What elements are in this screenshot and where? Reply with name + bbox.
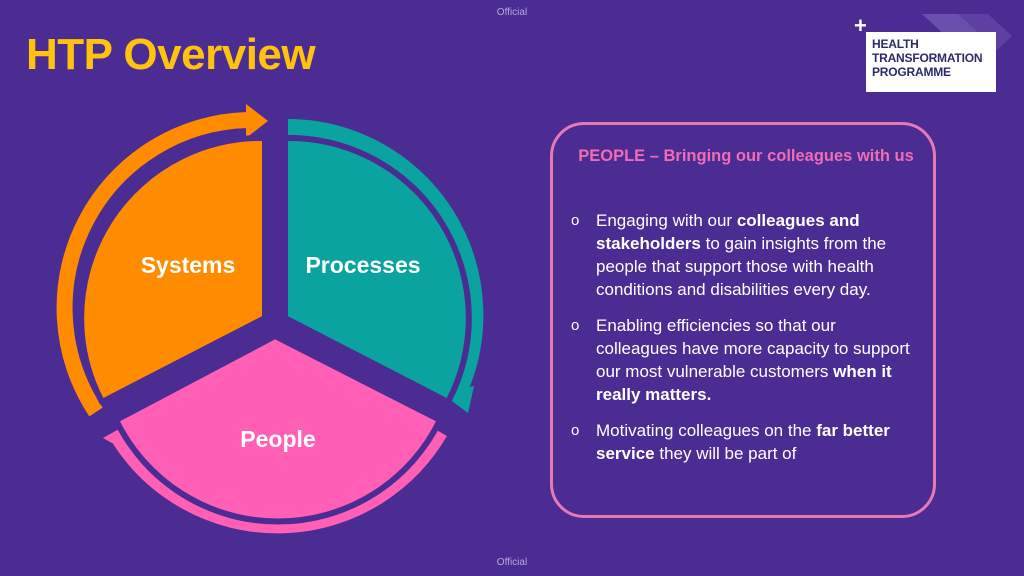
systems-arc: [56, 112, 249, 417]
systems-arrow-icon: [246, 104, 268, 138]
bullet-text: Motivating colleagues on the: [596, 421, 817, 440]
bullet-marker: o: [571, 212, 580, 229]
htp-logo: + HEALTH TRANSFORMATION PROGRAMME: [852, 14, 1020, 96]
bullet-marker: o: [571, 422, 580, 439]
systems-label: Systems: [140, 252, 236, 278]
page-title: HTP Overview: [26, 30, 316, 79]
bullet-emphasis: when it really matters.: [596, 362, 892, 404]
bullet-marker: o: [571, 317, 580, 334]
processes-segment: [282, 134, 472, 405]
people-label: People: [240, 426, 316, 452]
bullet-item: o Engaging with our colleagues and stake…: [571, 209, 921, 301]
bullet-item: o Motivating colleagues on the far bette…: [571, 419, 921, 465]
processes-arc: [287, 119, 484, 398]
official-mark-bottom: Official: [496, 557, 528, 568]
bullet-list: o Engaging with our colleagues and stake…: [571, 209, 921, 478]
plus-icon: +: [854, 13, 867, 38]
official-mark-top: Official: [496, 7, 528, 18]
logo-wordmark: HEALTH TRANSFORMATION PROGRAMME: [866, 32, 996, 92]
bullet-item: o Enabling efficiencies so that our coll…: [571, 314, 921, 406]
logo-line-1: HEALTH: [872, 37, 919, 51]
people-arc: [113, 427, 447, 534]
bullet-text: they will be part of: [654, 444, 797, 463]
bullet-text: Engaging with our: [596, 211, 737, 230]
logo-line-3: PROGRAMME: [872, 65, 951, 79]
systems-segment: [78, 134, 268, 405]
bullet-emphasis: colleagues and stakeholders: [596, 211, 860, 253]
bullet-text: to gain insights from the people that su…: [596, 234, 887, 299]
panel-heading: PEOPLE – Bringing our colleagues with us: [578, 147, 914, 165]
cycle-diagram: [56, 104, 484, 534]
processes-label: Processes: [305, 252, 421, 278]
bullet-emphasis: far better service: [596, 421, 890, 463]
people-panel: PEOPLE – Bringing our colleagues with us…: [550, 122, 936, 518]
people-segment: [113, 333, 443, 525]
logo-line-2: TRANSFORMATION: [872, 51, 983, 65]
bullet-text: Enabling efficiencies so that our collea…: [596, 316, 910, 381]
